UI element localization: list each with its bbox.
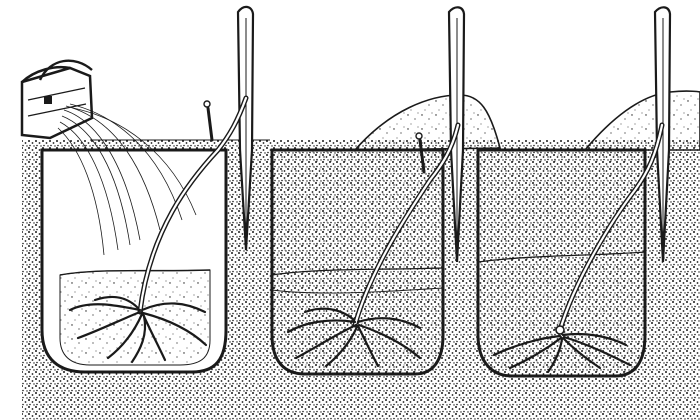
pit-2-soil-line xyxy=(271,267,444,276)
pit-1-soil-line xyxy=(59,269,211,276)
mound-left xyxy=(353,94,502,151)
pit-2 xyxy=(270,148,445,376)
planting-panel-2 xyxy=(270,6,466,376)
roots-1 xyxy=(68,295,208,364)
watering-bucket xyxy=(20,59,94,140)
roots-3 xyxy=(492,332,632,374)
planting-panel-3 xyxy=(476,6,672,378)
pit-3-soil-line xyxy=(477,251,646,263)
mound-right xyxy=(583,90,700,151)
roots-2 xyxy=(286,307,422,368)
seedling-3 xyxy=(555,122,665,335)
pit-1-soil xyxy=(59,269,211,366)
planting-panel-1 xyxy=(20,5,255,374)
seedling-2 xyxy=(352,122,461,328)
pit-3 xyxy=(476,148,647,378)
water-stream xyxy=(57,103,197,256)
seedling-1 xyxy=(137,95,249,315)
